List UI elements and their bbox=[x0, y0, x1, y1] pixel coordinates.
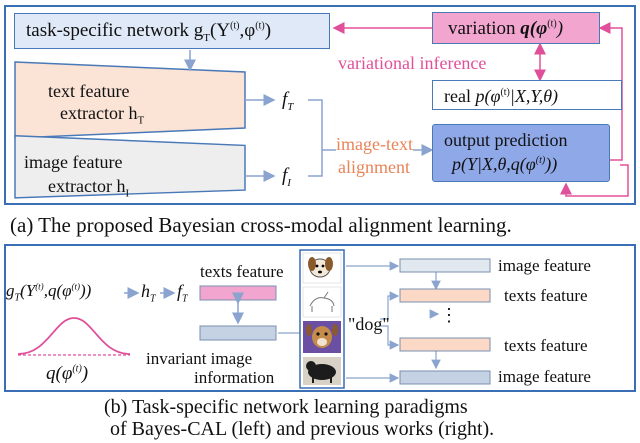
h-label: hT bbox=[141, 281, 156, 305]
right-texts-feature-bar-1 bbox=[399, 288, 491, 303]
variation-box bbox=[432, 12, 600, 44]
dog-cartoon-image bbox=[302, 252, 342, 284]
output-prediction-box bbox=[432, 124, 610, 182]
f-text-label: fT bbox=[282, 89, 294, 113]
left-invariant-bar bbox=[199, 325, 277, 341]
dog-sketch-image bbox=[302, 286, 342, 318]
image-extractor-label-2: extractor hI bbox=[48, 176, 130, 200]
vertical-dots: ⋮ bbox=[440, 305, 458, 325]
variational-inference-label: variational inference bbox=[338, 53, 487, 73]
real-label: real p(φ(t)|X,Y,θ) bbox=[444, 86, 559, 106]
right-label-texts-feature-1: texts feature bbox=[504, 286, 588, 305]
right-label-image-feature-1: image feature bbox=[498, 256, 591, 275]
text-extractor-shape bbox=[14, 61, 246, 139]
g-formula: gT(Y(t),q(φ(t))) bbox=[6, 281, 92, 304]
output-prediction-title: output prediction bbox=[444, 130, 568, 150]
output-to-variation-arrow bbox=[598, 22, 623, 161]
right-image-feature-bar-1 bbox=[399, 258, 491, 273]
text-extractor-label-2: extractor hT bbox=[60, 103, 145, 127]
variation-label: variation q(φ(t)) bbox=[448, 18, 564, 39]
task-network-label: task-specific network gT(Y(t),φ(t)) bbox=[26, 20, 272, 44]
invariant-label-1: invariant image bbox=[146, 349, 253, 368]
gaussian-curve bbox=[17, 317, 131, 355]
left-text-feature-bar bbox=[199, 285, 277, 301]
variation-loop-arrow bbox=[560, 164, 629, 197]
image-extractor-label-1: image feature bbox=[24, 152, 123, 172]
f-label: fT bbox=[177, 281, 188, 305]
caption-b-line-1: (b) Task-specific network learning parad… bbox=[104, 396, 468, 418]
real-box bbox=[432, 80, 622, 110]
text-extractor-label-1: text feature bbox=[48, 81, 130, 101]
output-prediction-formula: p(Y|X,θ,q(φ(t))) bbox=[452, 154, 558, 174]
alignment-label-2: alignment bbox=[338, 157, 410, 177]
panel-b-frame bbox=[4, 244, 636, 392]
caption-b-line-2: of Bayes-CAL (left) and previous works (… bbox=[110, 418, 495, 440]
right-texts-feature-bar-2 bbox=[399, 337, 491, 352]
f-image-label: fI bbox=[282, 165, 291, 189]
task-network-box bbox=[14, 13, 330, 49]
texts-feature-left-label: texts feature bbox=[200, 262, 284, 281]
dog-to-texts-bar-2 bbox=[380, 325, 400, 350]
q-label: q(φ(t)) bbox=[46, 363, 89, 384]
alignment-bracket bbox=[308, 99, 323, 177]
invariant-label-2: information bbox=[194, 368, 275, 387]
dog-photo-image-dark bbox=[303, 357, 341, 385]
dog-photo-image-purple bbox=[303, 321, 341, 353]
dog-to-texts-bar-1 bbox=[380, 291, 400, 320]
right-label-texts-feature-2: texts feature bbox=[504, 336, 588, 355]
alignment-label-1: image-text bbox=[336, 134, 413, 154]
panel-a-frame bbox=[4, 5, 636, 205]
right-image-feature-bar-2 bbox=[399, 370, 491, 385]
caption-a: (a) The proposed Bayesian cross-modal al… bbox=[10, 213, 512, 237]
image-extractor-shape bbox=[14, 134, 246, 199]
right-label-image-feature-2: image feature bbox=[498, 367, 591, 386]
dog-quote-label: "dog" bbox=[348, 314, 390, 334]
